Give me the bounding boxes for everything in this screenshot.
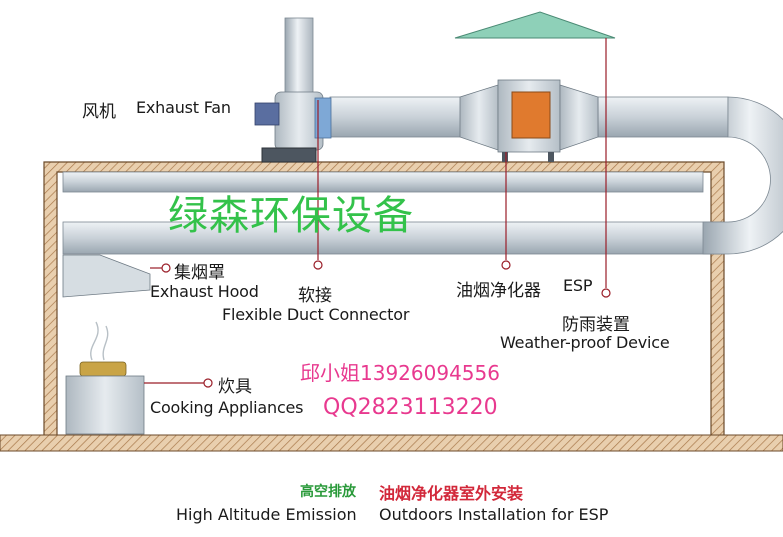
caption-left-cn: 高空排放 <box>300 484 356 500</box>
exhaust-hood-label-en: Exhaust Hood <box>150 282 259 301</box>
flexible-connector-label-cn: 软接 <box>298 286 332 306</box>
cooking-label-en: Cooking Appliances <box>150 398 304 417</box>
contact-name-phone: 邱小姐13926094556 <box>300 361 500 385</box>
exhaust-fan-label-en: Exhaust Fan <box>136 98 231 117</box>
exhaust-fan <box>254 17 332 163</box>
cooking-appliance <box>65 321 145 435</box>
weather-proof-cap <box>454 11 616 39</box>
weather-device-label-cn: 防雨装置 <box>562 315 630 335</box>
company-watermark: 绿森环保设备 <box>168 193 414 239</box>
esp-label-en: ESP <box>563 276 593 295</box>
exhaust-hood <box>62 254 151 298</box>
leader-lines <box>144 38 611 388</box>
esp-label-cn: 油烟净化器 <box>456 281 541 301</box>
exhaust-hood-label-cn: 集烟罩 <box>174 263 225 283</box>
weather-device-label-en: Weather-proof Device <box>500 333 670 352</box>
caption-right-cn: 油烟净化器室外安装 <box>379 484 524 503</box>
contact-qq: QQ2823113220 <box>323 395 498 420</box>
cooking-label-cn: 炊具 <box>218 377 252 397</box>
caption-right-en: Outdoors Installation for ESP <box>379 505 609 524</box>
flexible-connector-label-en: Flexible Duct Connector <box>222 305 410 324</box>
caption-left-en: High Altitude Emission <box>176 505 357 524</box>
exhaust-fan-label-cn: 风机 <box>82 102 116 122</box>
esp-unit <box>459 79 599 162</box>
interior-duct <box>62 171 724 255</box>
